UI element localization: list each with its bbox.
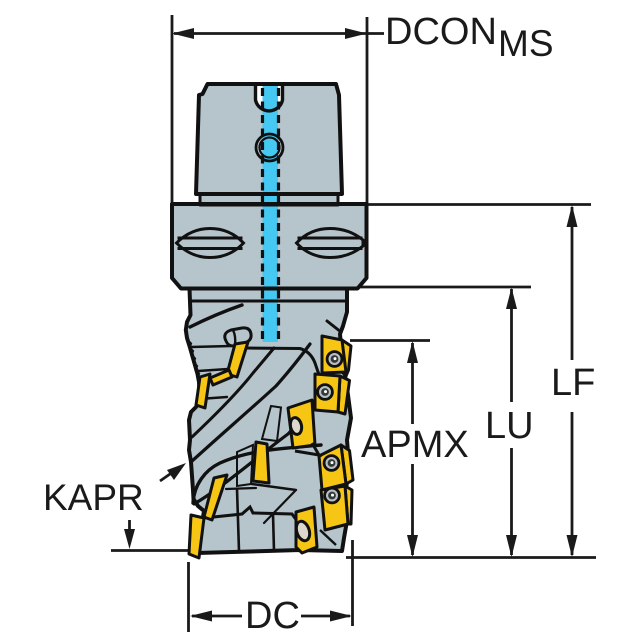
svg-text:DC: DC: [245, 595, 300, 637]
svg-text:DCON: DCON: [385, 11, 497, 53]
svg-text:LF: LF: [551, 362, 595, 404]
svg-text:APMX: APMX: [361, 424, 469, 466]
svg-text:KAPR: KAPR: [43, 477, 144, 518]
svg-text:MS: MS: [498, 23, 554, 64]
svg-text:LU: LU: [485, 405, 534, 447]
